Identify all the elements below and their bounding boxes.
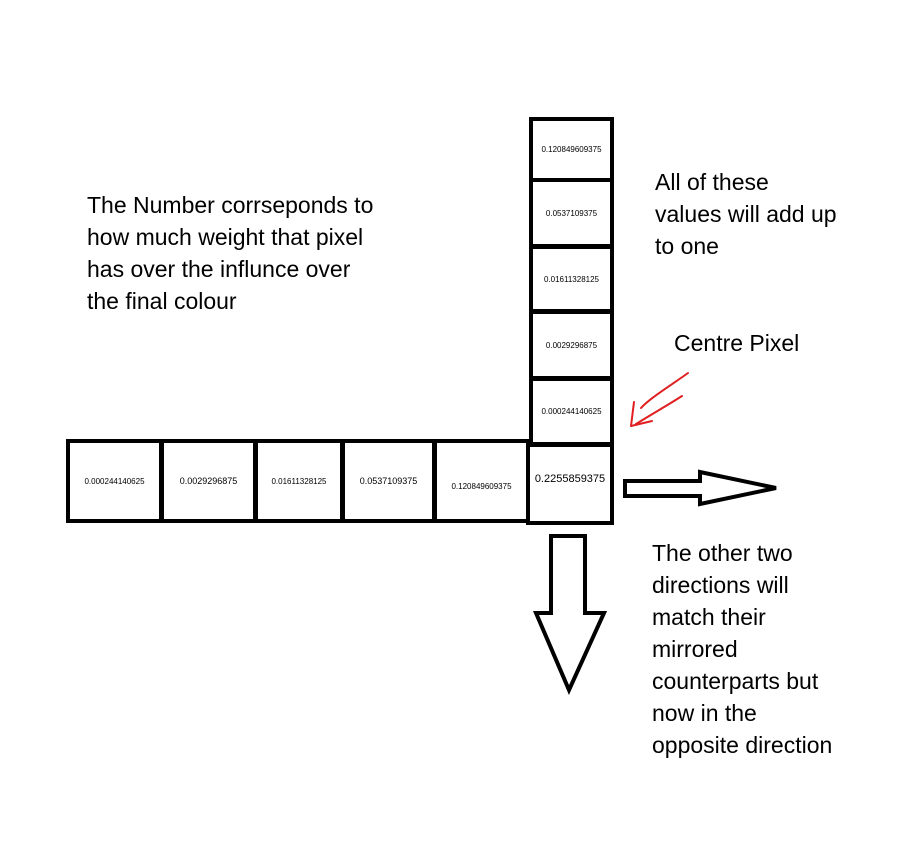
note-line: match their [652, 604, 766, 630]
note-line: how much weight that pixel [87, 224, 364, 250]
horizontal-cell-3: 0.01611328125 [254, 439, 344, 523]
note-line: The Number corrseponds to [87, 192, 374, 218]
note-line: to one [655, 233, 719, 259]
vertical-cell-4: 0.0029296875 [529, 310, 614, 380]
cell-value: 0.0029296875 [545, 340, 598, 350]
mirror-note: The other two directions will match thei… [652, 537, 832, 761]
note-line: counterparts but [652, 668, 819, 694]
horizontal-cell-4: 0.0537109375 [341, 439, 436, 523]
cell-value: 0.01611328125 [271, 476, 327, 486]
right-arrow [623, 469, 777, 507]
cell-value: 0.120849609375 [541, 145, 602, 154]
note-line: The other two [652, 540, 793, 566]
cell-value: 0.0537109375 [545, 208, 598, 218]
cell-value: 0.01611328125 [543, 274, 600, 284]
weight-explanation: The Number corrseponds to how much weigh… [87, 189, 373, 317]
pointer-stroke-lower [635, 395, 683, 425]
cell-value: 0.120849609375 [451, 481, 512, 491]
note-line: Centre Pixel [674, 330, 800, 356]
note-line: now in the [652, 700, 757, 726]
horizontal-cell-2: 0.0029296875 [160, 439, 257, 523]
cell-value: 0.0537109375 [359, 476, 418, 486]
note-line: opposite direction [652, 732, 833, 758]
note-line: All of these [655, 169, 769, 195]
horizontal-cell-5: 0.120849609375 [433, 439, 530, 523]
down-arrow [532, 534, 608, 695]
vertical-cell-5: 0.000244140625 [529, 377, 614, 446]
note-line: directions will [652, 572, 789, 598]
centre-cell: 0.2255859375 [526, 443, 614, 525]
centre-pixel-label: Centre Pixel [674, 327, 799, 359]
note-line: has over the influnce over [87, 256, 351, 282]
pointer-stroke-upper [640, 372, 689, 409]
vertical-cell-1: 0.120849609375 [529, 117, 614, 182]
note-line: mirrored [652, 636, 738, 662]
cell-value: 0.2255859375 [534, 473, 606, 485]
cell-value: 0.0029296875 [179, 476, 238, 486]
sum-note: All of these values will add up to one [655, 166, 837, 262]
horizontal-cell-1: 0.000244140625 [66, 439, 163, 523]
centre-pointer-arrow [630, 372, 689, 427]
vertical-cell-2: 0.0537109375 [529, 178, 614, 248]
cell-value: 0.000244140625 [84, 476, 145, 486]
pointer-head [630, 401, 653, 427]
note-line: values will add up [655, 201, 837, 227]
note-line: the final colour [87, 288, 237, 314]
cell-value: 0.000244140625 [541, 407, 602, 416]
vertical-cell-3: 0.01611328125 [529, 245, 614, 313]
